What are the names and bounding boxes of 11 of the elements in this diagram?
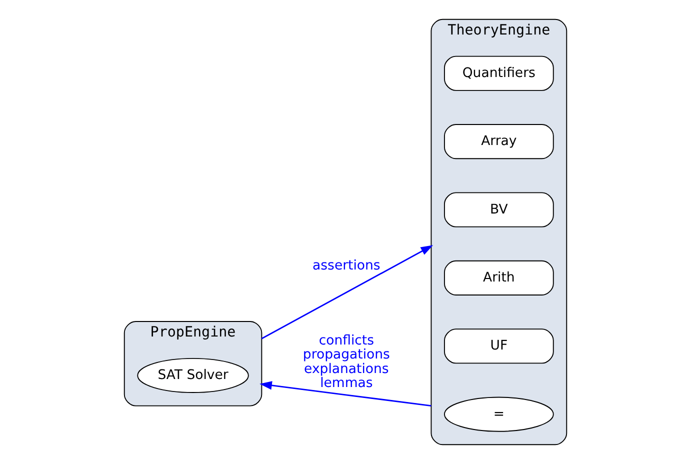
- node-ellipse: SAT Solver: [136, 358, 248, 393]
- edge-label: assertions: [312, 258, 380, 274]
- node-box: Array: [444, 124, 554, 160]
- node-box: Quantifiers: [444, 56, 554, 91]
- arrow: [260, 245, 433, 340]
- node-box: UF: [444, 328, 554, 364]
- node-ellipse: =: [444, 396, 554, 432]
- arrow: [259, 381, 431, 406]
- node-box: Arith: [444, 260, 554, 296]
- node-box: BV: [444, 192, 554, 228]
- edge-label: conflicts propagations explanations lemmas: [302, 333, 390, 392]
